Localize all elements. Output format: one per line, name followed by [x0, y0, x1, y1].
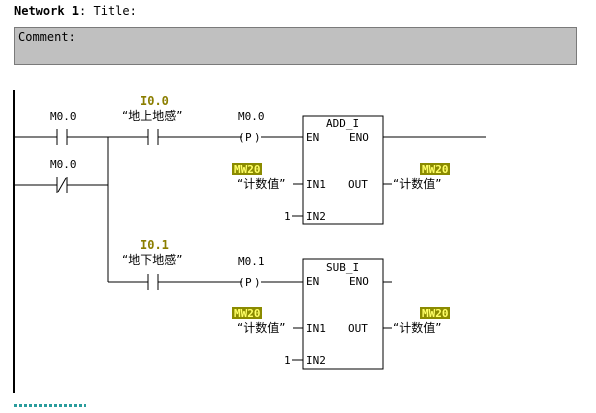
- operand-symbol: “计数值”: [237, 320, 285, 335]
- pin-eno: ENO: [349, 275, 369, 288]
- contact-symbol: “地上地感”: [122, 108, 182, 123]
- pin-en: EN: [306, 275, 319, 288]
- edge-address: M0.1: [238, 255, 265, 268]
- comment-box[interactable]: Comment:: [14, 27, 577, 65]
- contact-i0-1[interactable]: I0.1 “地下地感”: [122, 238, 182, 290]
- in1-operand[interactable]: MW20 “计数值”: [232, 307, 285, 335]
- contact-address: M0.0: [50, 110, 77, 123]
- network-end-marker: [14, 404, 86, 407]
- contact-address: M0.0: [50, 158, 77, 171]
- svg-text:): ): [254, 276, 261, 289]
- edge-p-m0-1[interactable]: M0.1 ( P ): [238, 255, 265, 289]
- svg-text:): ): [254, 131, 261, 144]
- pin-out: OUT: [348, 322, 368, 335]
- svg-text:(: (: [238, 131, 245, 144]
- contact-symbol: “地下地感”: [122, 252, 182, 267]
- edge-address: M0.0: [238, 110, 265, 123]
- network-header[interactable]: Network 1: Title:: [14, 4, 137, 18]
- pin-in2: IN2: [306, 354, 326, 367]
- operand-symbol: “计数值”: [393, 176, 441, 191]
- operand-symbol: “计数值”: [237, 176, 285, 191]
- pin-in1: IN1: [306, 178, 326, 191]
- sub-i-block[interactable]: SUB_I EN ENO IN1 OUT IN2: [302, 258, 384, 370]
- box-title: SUB_I: [326, 261, 359, 274]
- pin-en: EN: [306, 131, 319, 144]
- edge-label: P: [245, 131, 252, 144]
- pin-in1: IN1: [306, 322, 326, 335]
- edge-p-m0-0[interactable]: M0.0 ( P ): [238, 110, 265, 144]
- in2-value[interactable]: 1: [284, 354, 291, 367]
- contact-address: I0.1: [140, 238, 169, 252]
- add-i-block[interactable]: ADD_I EN ENO IN1 OUT IN2: [302, 115, 384, 225]
- svg-text:(: (: [238, 276, 245, 289]
- pin-in2: IN2: [306, 210, 326, 223]
- operand-symbol: “计数值”: [393, 320, 441, 335]
- contact-m0-0-no[interactable]: M0.0: [50, 110, 77, 145]
- box-title: ADD_I: [326, 117, 359, 130]
- comment-label: Comment:: [18, 30, 76, 44]
- operand-tag: MW20: [422, 307, 449, 320]
- contact-address: I0.0: [140, 94, 169, 108]
- out-operand[interactable]: MW20 “计数值”: [393, 163, 450, 191]
- edge-label: P: [245, 276, 252, 289]
- operand-tag: MW20: [234, 307, 261, 320]
- operand-tag: MW20: [422, 163, 449, 176]
- out-operand[interactable]: MW20 “计数值”: [393, 307, 450, 335]
- operand-tag: MW20: [234, 163, 261, 176]
- network-separator: :: [79, 4, 87, 18]
- in2-value[interactable]: 1: [284, 210, 291, 223]
- network-label: Network 1: [14, 4, 80, 18]
- pin-eno: ENO: [349, 131, 369, 144]
- contact-m0-0-nc[interactable]: M0.0: [50, 158, 77, 193]
- network-title-label[interactable]: Title:: [93, 4, 137, 18]
- in1-operand[interactable]: MW20 “计数值”: [232, 163, 285, 191]
- pin-out: OUT: [348, 178, 368, 191]
